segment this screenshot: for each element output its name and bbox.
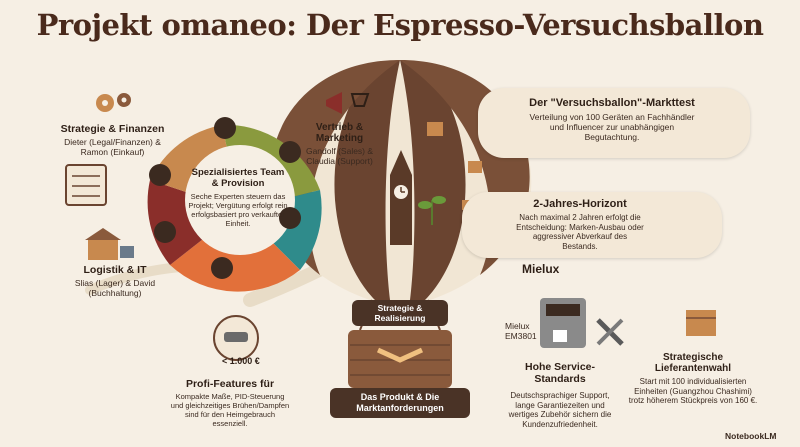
- horizont-section: 2-Jahres-Horizont Nach maximal 2 Jahren …: [516, 198, 644, 251]
- service-text: Deutschsprachiger Support, lange Garanti…: [508, 391, 612, 429]
- avatar: [211, 257, 233, 279]
- package-icon: [427, 122, 482, 210]
- basket-top-label: Strategie & Realisierung: [352, 300, 448, 326]
- horizont-card: [462, 192, 722, 258]
- strategie-section: Strategie & Finanzen Dieter (Legal/Finan…: [55, 123, 170, 157]
- mielux-brand: Mielux: [522, 262, 560, 276]
- service-heading: Hohe Service-Standards: [524, 361, 596, 385]
- lieferant-section: Strategische Lieferantenwahl Start mit 1…: [628, 352, 758, 406]
- horizont-heading: 2-Jahres-Horizont: [533, 198, 627, 210]
- basket-bottom-label: Das Produkt & Die Marktanforderungen: [330, 388, 470, 418]
- megaphone-icon: [326, 92, 342, 114]
- handshake-icon: [376, 347, 424, 363]
- sprout-icon: [418, 196, 446, 225]
- vertrieb-text: Gandolf (Sales) & Claudia (Support): [305, 146, 374, 166]
- features-section: Profi-Features für Kompakte Maße, PID-St…: [170, 378, 290, 428]
- gear-icon: [96, 93, 131, 112]
- tools-icon: [596, 318, 624, 346]
- checklist-icon: [65, 164, 107, 206]
- avatar: [279, 141, 301, 163]
- avatar: [279, 207, 301, 229]
- clock-tower-icon: [390, 150, 412, 245]
- strategie-text: Dieter (Legal/Finanzen) & Ramon (Einkauf…: [64, 137, 161, 157]
- team-heading: Spezialisiertes Team & Provision: [191, 167, 285, 189]
- lieferant-text: Start mit 100 individualisierten Einheit…: [628, 377, 758, 406]
- team-circle: [147, 124, 322, 292]
- markttest-text: Verteilung von 100 Geräten an Fachhändle…: [529, 112, 695, 143]
- avatar: [154, 221, 176, 243]
- strategie-heading: Strategie & Finanzen: [60, 123, 165, 135]
- horizont-text: Nach maximal 2 Jahren erfolgt die Entsch…: [516, 213, 644, 251]
- markttest-card: [478, 88, 750, 158]
- markttest-heading: Der "Versuchsballon"-Markttest: [529, 97, 695, 109]
- supplier-box-icon: [686, 310, 716, 336]
- markttest-section: Der "Versuchsballon"-Markttest Verteilun…: [522, 97, 702, 143]
- team-text: Seche Experten steuern das Projekt; Verg…: [188, 192, 288, 228]
- vertrieb-heading: Vertrieb & Marketing: [315, 122, 364, 144]
- team-section: Spezialisiertes Team & Provision Seche E…: [188, 167, 288, 228]
- features-text: Kompakte Maße, PID-Steuerung und gleichz…: [170, 392, 290, 428]
- vertrieb-section: Vertrieb & Marketing Gandolf (Sales) & C…: [292, 122, 387, 166]
- page-title: Projekt omaneo: Der Espresso-Versuchsbal…: [36, 8, 764, 42]
- logistik-section: Logistik & IT Slias (Lager) & David (Buc…: [55, 264, 175, 298]
- portafilter-icon: [213, 315, 259, 361]
- features-heading: Profi-Features für: [185, 378, 275, 390]
- warehouse-icon: [85, 228, 134, 260]
- avatar: [149, 164, 171, 186]
- service-section: Hohe Service-Standards Deutschsprachiger…: [500, 361, 620, 429]
- lieferant-heading: Strategische Lieferantenwahl: [654, 352, 732, 374]
- shopping-cart-icon: [350, 93, 370, 107]
- avatar: [214, 117, 236, 139]
- logistik-heading: Logistik & IT: [83, 264, 147, 276]
- espresso-machine-icon: [540, 298, 586, 348]
- price-label: < 1.000 €: [222, 356, 260, 366]
- logistik-text: Slias (Lager) & David (Buchhaltung): [74, 278, 156, 298]
- mielux-model: Mielux EM3801: [505, 321, 537, 341]
- watermark: NotebookLM: [725, 431, 777, 441]
